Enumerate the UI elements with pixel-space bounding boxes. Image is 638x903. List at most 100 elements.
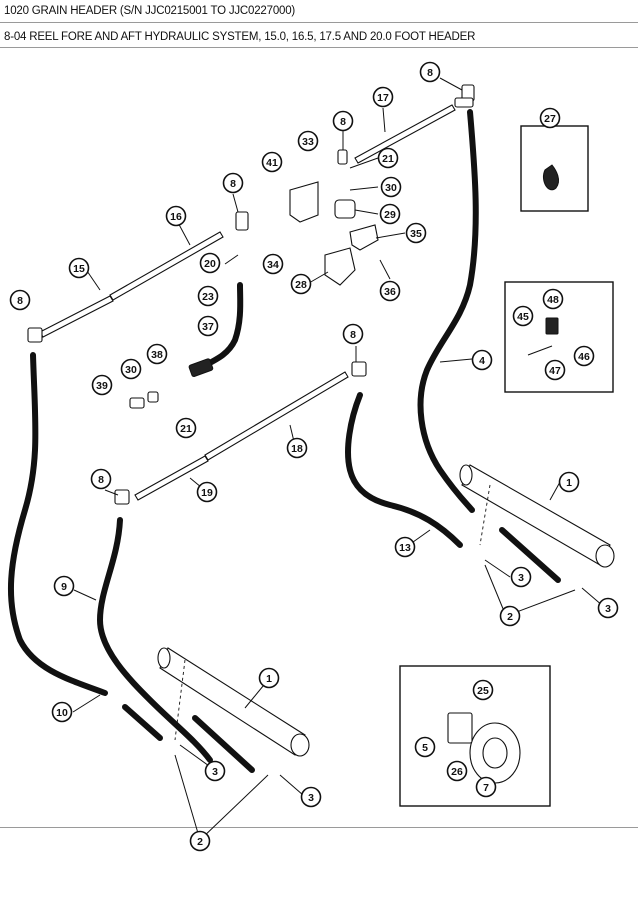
valve-block-28	[324, 247, 356, 286]
callout-3: 3	[597, 597, 619, 619]
callout-number: 39	[96, 380, 108, 392]
callout-circle	[204, 760, 226, 782]
callout-circle	[405, 222, 427, 244]
elbow-fitting-8-mid	[351, 361, 367, 377]
callout-circle	[380, 176, 402, 198]
callout-number: 21	[180, 423, 192, 435]
callout-number: 29	[384, 209, 396, 221]
callout-number: 8	[427, 67, 433, 79]
tube-19	[134, 455, 209, 501]
callout-circle	[499, 605, 521, 627]
callout-48: 48	[542, 288, 564, 310]
callout-2: 2	[189, 830, 211, 852]
tube-17	[354, 104, 456, 164]
hose-37-fitting	[188, 358, 214, 377]
callout-13: 13	[394, 536, 416, 558]
callout-39: 39	[91, 374, 113, 396]
callout-number: 16	[170, 211, 182, 223]
callout-circle	[372, 86, 394, 108]
callout-circle	[377, 147, 399, 169]
callout-28: 28	[290, 273, 312, 295]
callout-circle	[297, 130, 319, 152]
callout-number: 8	[340, 116, 346, 128]
callout-circle	[51, 701, 73, 723]
callout-number: 9	[61, 581, 67, 593]
bracket-33	[289, 181, 319, 223]
callout-30: 30	[380, 176, 402, 198]
callout-number: 3	[308, 792, 314, 804]
callout-circle	[510, 566, 532, 588]
callout-circle	[197, 315, 219, 337]
callout-41: 41	[261, 151, 283, 173]
callout-circle	[394, 536, 416, 558]
callout-38: 38	[146, 343, 168, 365]
callout-30: 30	[120, 358, 142, 380]
callout-36: 36	[379, 280, 401, 302]
callout-20: 20	[199, 252, 221, 274]
callout-circle	[300, 786, 322, 808]
callout-number: 4	[479, 355, 485, 367]
callout-45: 45	[512, 305, 534, 327]
callout-number: 26	[451, 766, 463, 778]
callout-number: 19	[201, 487, 213, 499]
callout-circle	[379, 280, 401, 302]
callout-5: 5	[414, 736, 436, 758]
callout-number: 25	[477, 685, 489, 697]
callout-circle	[597, 597, 619, 619]
hose-cylinder-upper	[499, 527, 561, 583]
callout-circle	[414, 736, 436, 758]
callout-circle	[475, 776, 497, 798]
callout-circle	[68, 257, 90, 279]
callout-number: 3	[212, 766, 218, 778]
callout-16: 16	[165, 205, 187, 227]
callout-number: 1	[266, 673, 272, 685]
callout-19: 19	[196, 481, 218, 503]
elbow-fitting-8-lower	[114, 489, 130, 505]
callout-circle	[199, 252, 221, 274]
callout-circle	[196, 481, 218, 503]
callout-number: 23	[202, 291, 214, 303]
callout-number: 8	[350, 329, 356, 341]
callout-3: 3	[204, 760, 226, 782]
elbow-fitting-8-center	[337, 149, 348, 165]
callout-circle	[286, 437, 308, 459]
callout-number: 17	[377, 92, 389, 104]
callout-number: 34	[267, 259, 279, 271]
callout-29: 29	[379, 203, 401, 225]
callout-number: 3	[518, 572, 524, 584]
callout-number: 30	[125, 364, 137, 376]
callout-3: 3	[300, 786, 322, 808]
tee-35	[349, 224, 379, 251]
tube-15	[39, 295, 114, 338]
callout-21: 21	[175, 417, 197, 439]
callout-1: 1	[558, 471, 580, 493]
callout-33: 33	[297, 130, 319, 152]
callout-46: 46	[573, 345, 595, 367]
cylinder-dash-upper	[479, 484, 491, 546]
elbow-fitting-8-far-left	[27, 327, 43, 343]
hose-cylinder-lower	[192, 715, 255, 773]
callout-8: 8	[9, 289, 31, 311]
callout-number: 41	[266, 157, 278, 169]
callout-number: 46	[578, 351, 590, 363]
callout-3: 3	[510, 566, 532, 588]
callout-number: 15	[73, 263, 85, 275]
callout-1: 1	[258, 667, 280, 689]
callout-number: 28	[295, 279, 307, 291]
callout-number: 33	[302, 136, 314, 148]
callout-number: 30	[385, 182, 397, 194]
callout-circle	[146, 343, 168, 365]
inset-box-27	[520, 125, 589, 212]
callout-35: 35	[405, 222, 427, 244]
callout-4: 4	[471, 349, 493, 371]
tube-18	[204, 371, 349, 461]
callout-number: 20	[204, 258, 216, 270]
callout-47: 47	[544, 359, 566, 381]
hose-10	[7, 352, 108, 696]
callout-circle	[512, 305, 534, 327]
hose-lower-left	[122, 704, 163, 741]
callout-9: 9	[53, 575, 75, 597]
